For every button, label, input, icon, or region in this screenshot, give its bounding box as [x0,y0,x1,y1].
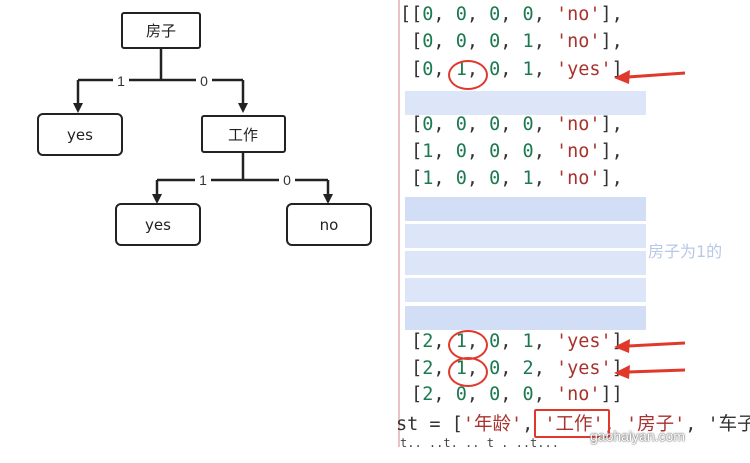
highlight-circle [448,357,488,387]
divider-line [398,0,400,447]
work-edge-label-0: 0 [283,172,291,188]
arrows-layer [614,70,686,379]
code-line: st = ['年龄', '工作', '房子', '车子 [396,414,750,435]
redacted-band [405,224,646,248]
redacted-band [405,278,646,302]
code-line: [0, 0, 0, 0, 'no'], [400,114,623,135]
code-line: [[0, 0, 0, 0, 'no'], [400,4,623,25]
watermark: gaohaiyan.com [590,428,685,444]
node-work-yes: yes [115,203,201,246]
edge-label-0: 0 [200,73,208,89]
work-edges [152,152,333,204]
svg-text:工作: 工作 [228,126,258,144]
annotation-text: 房子为1的 [648,242,723,261]
node-work: 工作 [201,115,286,153]
redacted-band [405,306,646,330]
work-edge-label-1: 1 [199,172,207,188]
arrow-icon [614,70,686,84]
redacted-band [405,91,646,115]
svg-text:yes: yes [145,216,171,234]
edge-label-1: 1 [117,73,125,89]
arrow-icon [614,365,686,379]
code-line: [1, 0, 0, 1, 'no'], [400,168,623,189]
arrow-icon [614,339,686,353]
code-panel: 房子为1的 [[0, 0, 0, 0, 'no'], [0, 0, 0, 1, … [396,0,750,450]
svg-text:房子: 房子 [146,22,176,40]
code-line: [0, 0, 0, 1, 'no'], [400,31,623,52]
svg-text:no: no [320,216,339,234]
code-line: [1, 0, 0, 0, 'no'], [400,141,623,162]
redacted-band [405,251,646,275]
highlight-circle [448,60,488,90]
node-leaf-yes: yes [37,113,123,156]
highlight-box [534,409,610,438]
code-line: [2, 0, 0, 0, 'no']] [400,384,623,405]
redacted-band [405,197,646,221]
root-edges [73,48,248,113]
svg-text:yes: yes [67,126,93,144]
node-work-no: no [286,203,372,246]
node-root: 房子 [121,12,201,49]
decision-tree: 1 0 1 0 房子 yes 工作 yes no [37,12,372,246]
